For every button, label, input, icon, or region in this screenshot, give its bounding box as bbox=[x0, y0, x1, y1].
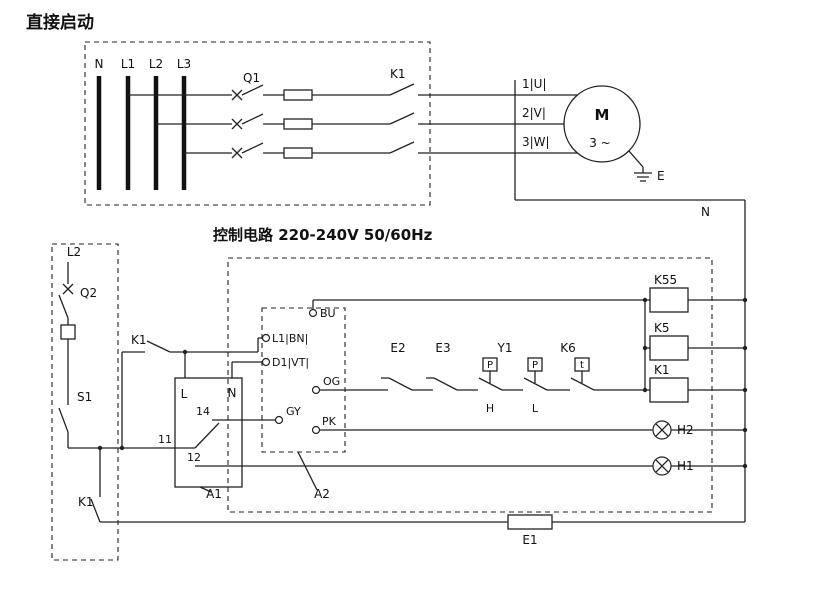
q1-fuse-elements bbox=[283, 89, 313, 159]
motor-type-label: 3 ~ bbox=[589, 136, 611, 150]
p-glyph-h: P bbox=[487, 360, 493, 371]
phase-label-u: 1|U| bbox=[522, 77, 547, 91]
page-title: 直接启动 bbox=[26, 12, 94, 33]
q1-circuit-breaker: Q1 bbox=[231, 71, 313, 159]
a2-label: A2 bbox=[314, 487, 330, 501]
a1-controller: L N 14 11 12 A1 bbox=[158, 352, 653, 501]
bus-label-l1: L1 bbox=[121, 57, 135, 71]
bus-label-l2: L2 bbox=[149, 57, 163, 71]
lamp-h2-icon bbox=[652, 420, 672, 440]
control-circuit: 控制电路 220-240V 50/60Hz L2 Q2 S1 K1 bbox=[51, 226, 748, 561]
e3-label: E3 bbox=[435, 341, 450, 355]
a2-terminal-d1: D1|VT| bbox=[272, 356, 309, 369]
h2-label: H2 bbox=[677, 423, 694, 437]
k1-holding-contact: K1 bbox=[78, 448, 101, 523]
a1-terminal-14: 14 bbox=[196, 405, 210, 418]
y1-label: Y1 bbox=[497, 341, 513, 355]
earth-icon bbox=[628, 150, 652, 182]
a2-terminal-d1-circle bbox=[261, 357, 271, 367]
actuator-stems bbox=[489, 371, 583, 383]
a2-pointer-line bbox=[297, 451, 318, 491]
s1-switch-symbol bbox=[58, 407, 69, 433]
a2-terminal-l1-circle bbox=[261, 333, 271, 343]
q2-label: Q2 bbox=[80, 286, 97, 300]
e1-element bbox=[507, 514, 553, 530]
e2-label: E2 bbox=[390, 341, 405, 355]
control-enclosure-outline bbox=[227, 257, 713, 513]
motor-letter: M bbox=[595, 106, 610, 124]
a1-label: A1 bbox=[206, 487, 222, 501]
k1-aux-label: K1 bbox=[131, 333, 147, 347]
a2-terminal-pk: PK bbox=[322, 415, 337, 428]
a1-terminal-l: L bbox=[181, 387, 188, 401]
a2-terminal-og: OG bbox=[323, 375, 340, 388]
motor-symbol: M 3 ~ E bbox=[563, 85, 665, 183]
q1-label: Q1 bbox=[243, 71, 260, 85]
a2-terminal-bu-circle bbox=[308, 308, 318, 318]
a1-terminal-n: N bbox=[228, 386, 237, 400]
a2-module: L1|BN| D1|VT| BU OG GY PK A2 bbox=[261, 307, 346, 501]
phase-label-v: 2|V| bbox=[522, 106, 546, 120]
k1-main-contacts: K1 bbox=[389, 67, 415, 154]
a2-terminal-gy-circle bbox=[274, 415, 284, 425]
a2-terminal-l1: L1|BN| bbox=[272, 332, 308, 345]
k5-coil bbox=[649, 335, 689, 361]
p-glyph-l: P bbox=[532, 360, 538, 371]
junction-dots bbox=[97, 297, 748, 469]
a1-box bbox=[174, 377, 243, 488]
k55-coil bbox=[649, 287, 689, 313]
k5-label: K5 bbox=[654, 321, 670, 335]
a2-box bbox=[261, 307, 346, 453]
coil-feed-wires bbox=[312, 299, 745, 391]
phase-label-w: 3|W| bbox=[522, 135, 550, 149]
a2-terminal-pk-circle bbox=[311, 425, 321, 435]
bus-label-l3: L3 bbox=[177, 57, 191, 71]
a2-terminal-og-circle bbox=[311, 385, 321, 395]
k1-coil bbox=[649, 377, 689, 403]
bus-label-n: N bbox=[95, 57, 104, 71]
left-enclosure-outline bbox=[51, 243, 119, 561]
k1-hold-label: K1 bbox=[78, 495, 94, 509]
neutral-label: N bbox=[701, 205, 710, 219]
k55-label: K55 bbox=[654, 273, 677, 287]
q1-pole-symbols bbox=[231, 84, 264, 159]
l-sublabel: L bbox=[532, 402, 539, 415]
relay-coils: K55 K5 K1 bbox=[312, 273, 745, 403]
k1-aux-contact: K1 bbox=[121, 333, 263, 448]
lamp-wires bbox=[319, 429, 745, 467]
left-rail-wires bbox=[67, 262, 175, 449]
supply-bus-bars: N L1 L2 L3 bbox=[95, 57, 191, 190]
a1-terminal-11: 11 bbox=[158, 433, 172, 446]
a1-terminal-12: 12 bbox=[187, 451, 201, 464]
lamp-h1-icon bbox=[652, 456, 672, 476]
l2-supply-label: L2 bbox=[67, 245, 81, 259]
neutral-wire bbox=[514, 80, 746, 522]
h1-label: H1 bbox=[677, 459, 694, 473]
chain-contact-blades bbox=[381, 377, 595, 391]
t-glyph: t bbox=[580, 360, 584, 371]
a2-terminal-gy: GY bbox=[286, 405, 301, 418]
s1-label: S1 bbox=[77, 390, 92, 404]
a2-terminal-bu: BU bbox=[320, 307, 336, 320]
earth-label: E bbox=[657, 169, 665, 183]
e1-label: E1 bbox=[522, 533, 537, 547]
phase-wires bbox=[128, 94, 578, 154]
indicator-lamps: H2 H1 bbox=[319, 420, 745, 476]
control-heading: 控制电路 220-240V 50/60Hz bbox=[213, 226, 433, 244]
contact-chain-row: E2 E3 Y1 K6 P P t H L bbox=[319, 341, 650, 415]
left-supply-branch: L2 Q2 S1 K1 bbox=[58, 245, 175, 523]
k1-coil-label: K1 bbox=[654, 363, 670, 377]
q2-thermal-element bbox=[60, 324, 76, 340]
a1-pointer-line bbox=[199, 486, 212, 493]
bottom-return-wire: E1 bbox=[100, 514, 745, 547]
power-circuit: N L1 L2 L3 Q1 K1 1|U| bbox=[84, 41, 746, 522]
k1-power-label: K1 bbox=[390, 67, 406, 81]
q2-breaker-symbol bbox=[58, 283, 76, 340]
motor-circle bbox=[563, 85, 641, 163]
a1-wires bbox=[175, 352, 653, 467]
k6-label: K6 bbox=[560, 341, 576, 355]
h-sublabel: H bbox=[486, 402, 494, 415]
